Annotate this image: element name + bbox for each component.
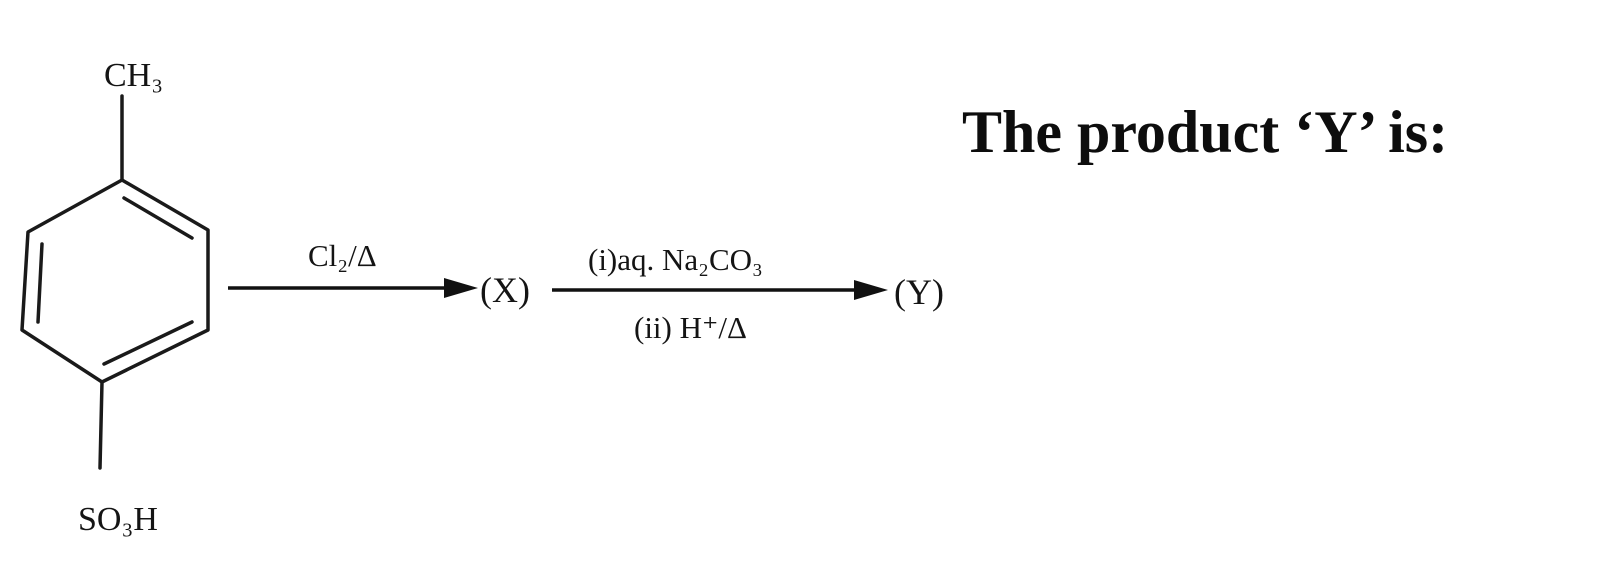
benzene-ring: [20, 94, 210, 470]
ring-double-bond-left: [36, 242, 44, 324]
methyl-label: CH₃: [104, 57, 163, 94]
product-y: (Y): [894, 272, 944, 312]
arrow-head-step1: [444, 278, 478, 298]
step2-reagent-below: (ii) H⁺/Δ: [634, 310, 747, 345]
sulfonic-acid-label: SO₃H: [78, 501, 158, 538]
reaction-arrow-step2: [552, 280, 888, 300]
ring-double-bond-bottom-right: [102, 320, 194, 366]
step1-reagent: Cl₂/Δ: [308, 238, 377, 273]
step2-reagent-above: (i)aq. Na₂CO₃: [588, 242, 763, 277]
question-text: The product ‘Y’ is:: [962, 99, 1448, 165]
ring-double-bond-upper-right: [122, 196, 194, 240]
intermediate-x: (X): [480, 270, 530, 310]
sulfonic-acid-bond: [98, 380, 104, 470]
ring-outline: [20, 178, 210, 384]
arrow-head-step2: [854, 280, 888, 300]
reaction-arrow-step1: [228, 278, 478, 298]
